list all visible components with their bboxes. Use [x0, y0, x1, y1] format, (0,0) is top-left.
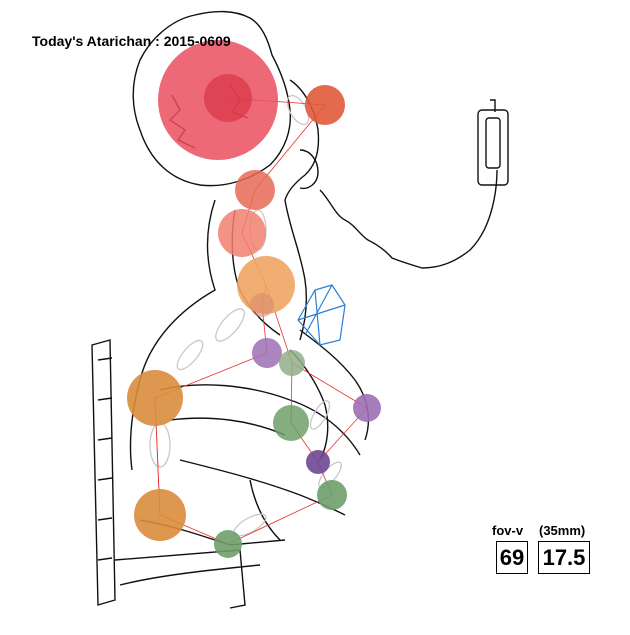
- lens-label: (35mm): [539, 523, 586, 538]
- joint-neck: [235, 170, 275, 210]
- joint-markers: [127, 40, 381, 558]
- joint-knee-lower: [134, 489, 186, 541]
- camera-frustum: [297, 284, 346, 346]
- joint-knee-upper: [127, 370, 183, 426]
- joint-hip: [250, 293, 274, 317]
- joint-foot: [214, 530, 242, 558]
- joint-elbow: [273, 405, 309, 441]
- joint-ear: [305, 85, 345, 125]
- joint-hand: [317, 480, 347, 510]
- fov-label: fov-v: [492, 523, 524, 538]
- joint-shoulder: [252, 338, 282, 368]
- joint-head-core: [204, 74, 252, 122]
- fov-value-field[interactable]: 69: [496, 541, 528, 574]
- joint-chest: [218, 209, 266, 257]
- joint-wrist: [306, 450, 330, 474]
- joint-elbow-upper: [279, 350, 305, 376]
- focal-value-field[interactable]: 17.5: [538, 541, 590, 574]
- page-title: Today's Atarichan : 2015-0609: [32, 33, 231, 49]
- joint-wrist-upper: [353, 394, 381, 422]
